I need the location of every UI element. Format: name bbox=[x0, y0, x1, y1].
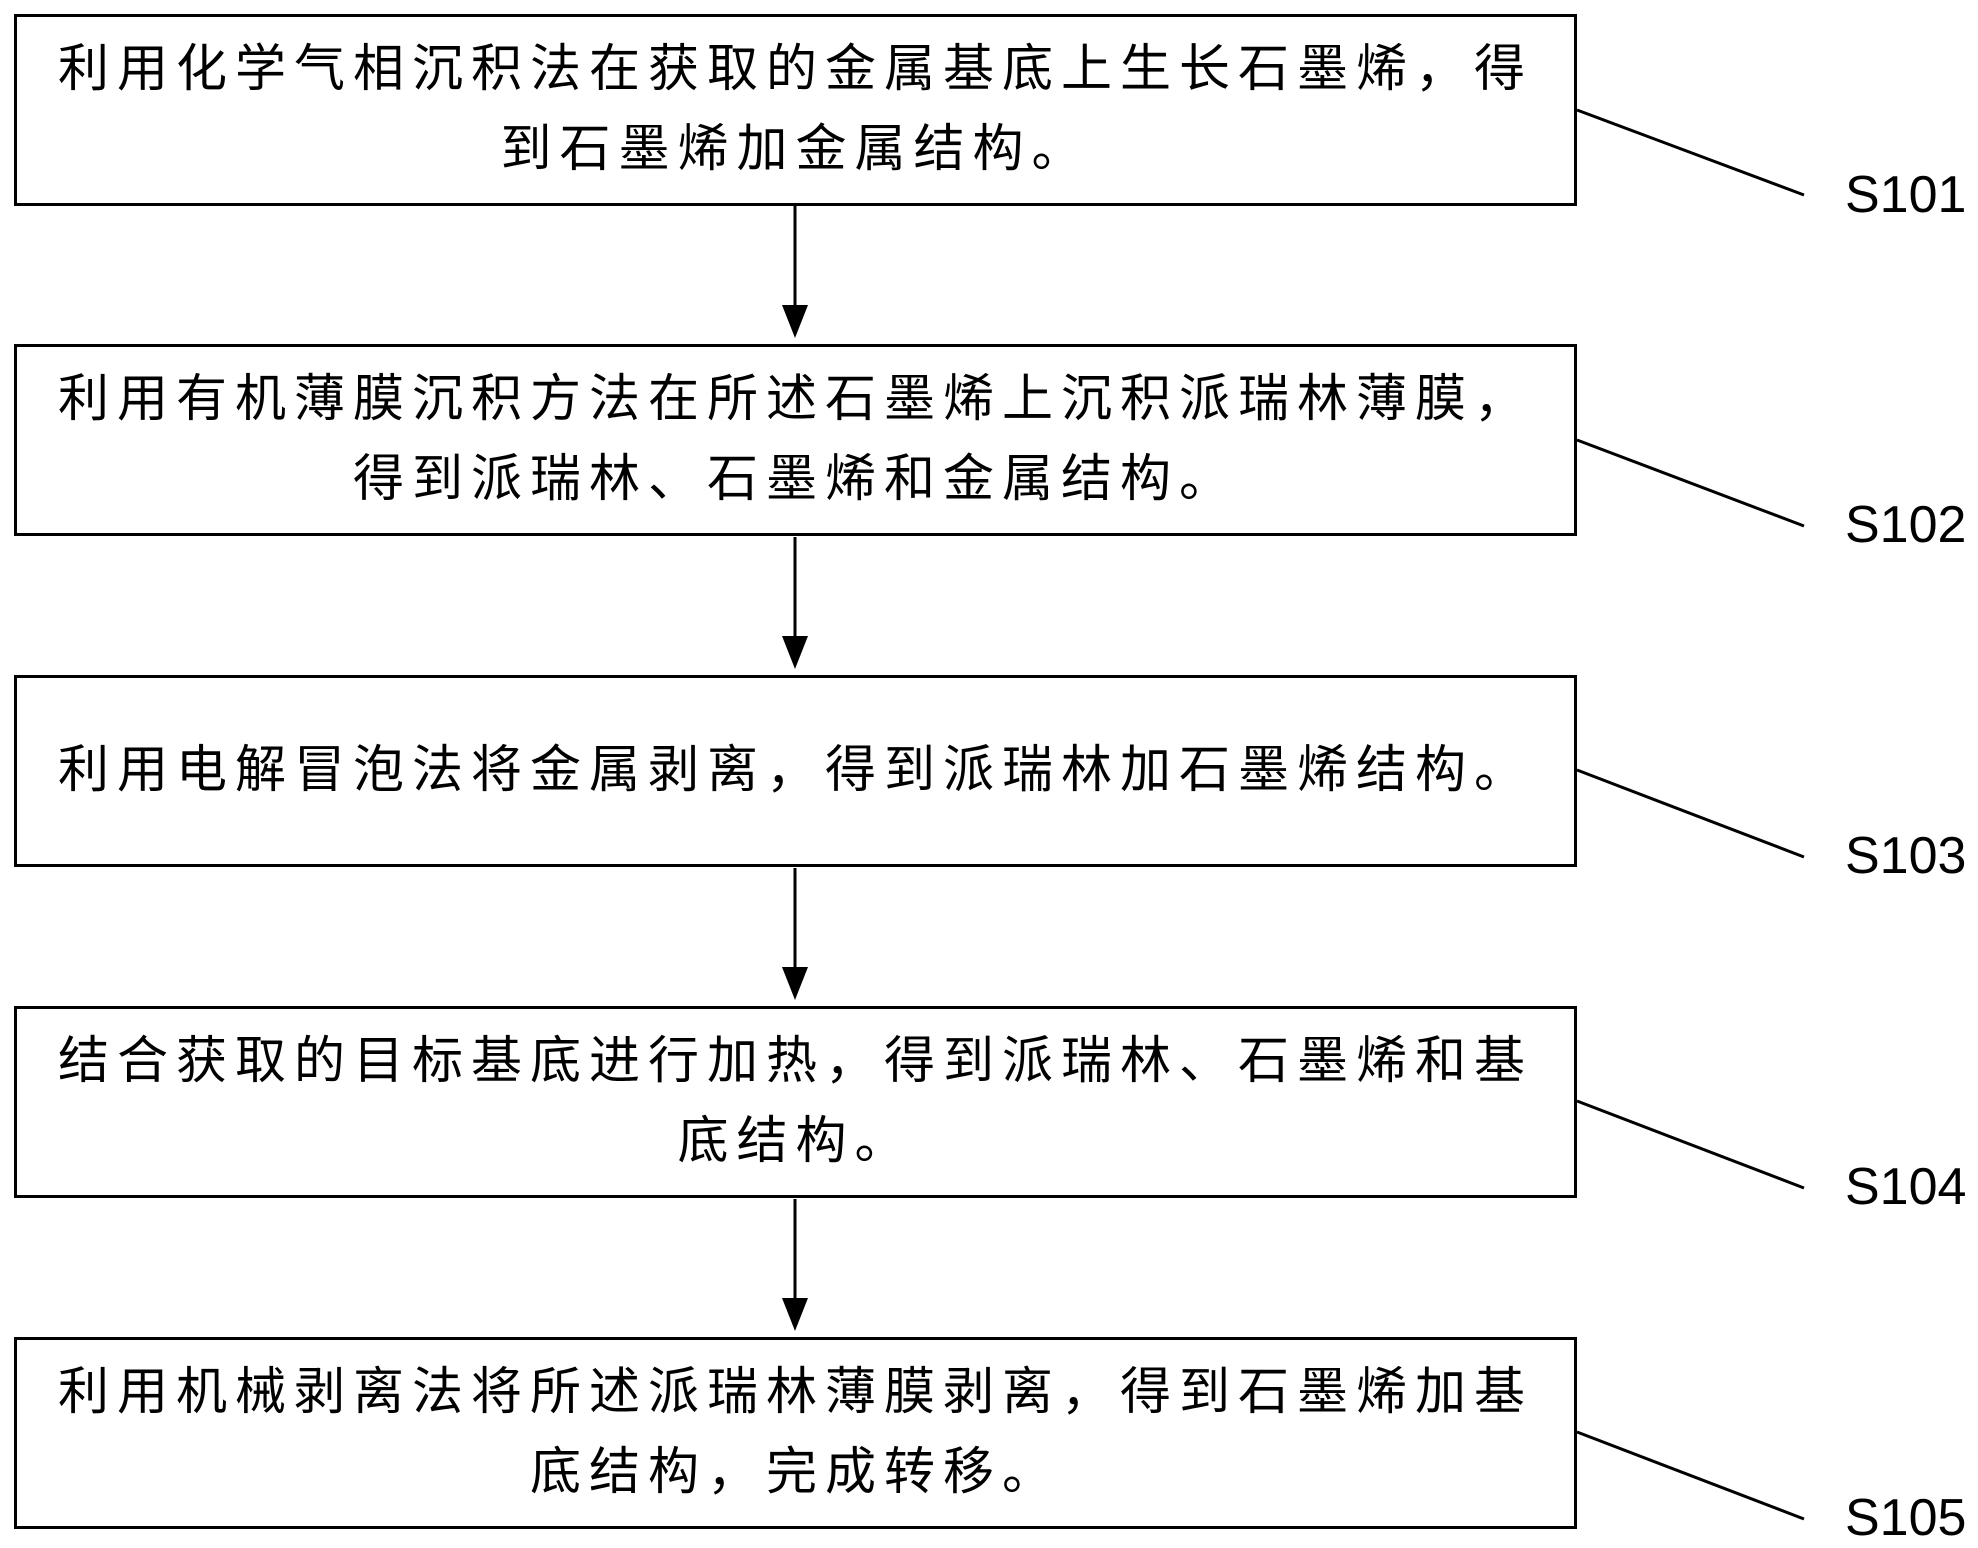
step-label-s104: S104 bbox=[1845, 1158, 1967, 1216]
step-label-s101: S101 bbox=[1845, 166, 1967, 224]
step-box-s105: 利用机械剥离法将所述派瑞林薄膜剥离，得到石墨烯加基底结构，完成转移。 bbox=[14, 1337, 1577, 1529]
flow-arrow-1 bbox=[782, 206, 808, 338]
step-box-s101: 利用化学气相沉积法在获取的金属基底上生长石墨烯，得到石墨烯加金属结构。 bbox=[14, 14, 1577, 206]
step-box-s102: 利用有机薄膜沉积方法在所述石墨烯上沉积派瑞林薄膜，得到派瑞林、石墨烯和金属结构。 bbox=[14, 344, 1577, 536]
flow-arrow-2 bbox=[782, 537, 808, 669]
leader-line-s103 bbox=[1576, 768, 1805, 859]
step-text-s104: 结合获取的目标基底进行加热，得到派瑞林、石墨烯和基底结构。 bbox=[57, 1032, 1533, 1171]
step-text-s101: 利用化学气相沉积法在获取的金属基底上生长石墨烯，得到石墨烯加金属结构。 bbox=[57, 40, 1533, 179]
step-text-s105: 利用机械剥离法将所述派瑞林薄膜剥离，得到石墨烯加基底结构，完成转移。 bbox=[57, 1363, 1533, 1502]
step-label-s102: S102 bbox=[1845, 496, 1967, 554]
leader-line-s105 bbox=[1576, 1430, 1805, 1521]
step-text-s102: 利用有机薄膜沉积方法在所述石墨烯上沉积派瑞林薄膜，得到派瑞林、石墨烯和金属结构。 bbox=[57, 370, 1533, 509]
leader-line-s102 bbox=[1576, 438, 1805, 528]
step-box-s104: 结合获取的目标基底进行加热，得到派瑞林、石墨烯和基底结构。 bbox=[14, 1006, 1577, 1198]
leader-line-s101 bbox=[1576, 108, 1805, 197]
step-label-s103: S103 bbox=[1845, 827, 1967, 885]
flow-arrow-3 bbox=[782, 868, 808, 1000]
leader-line-s104 bbox=[1576, 1099, 1805, 1190]
step-label-s105: S105 bbox=[1845, 1489, 1967, 1547]
flow-arrow-4 bbox=[782, 1199, 808, 1331]
step-text-s103: 利用电解冒泡法将金属剥离，得到派瑞林加石墨烯结构。 bbox=[57, 741, 1533, 800]
step-box-s103: 利用电解冒泡法将金属剥离，得到派瑞林加石墨烯结构。 bbox=[14, 675, 1577, 867]
